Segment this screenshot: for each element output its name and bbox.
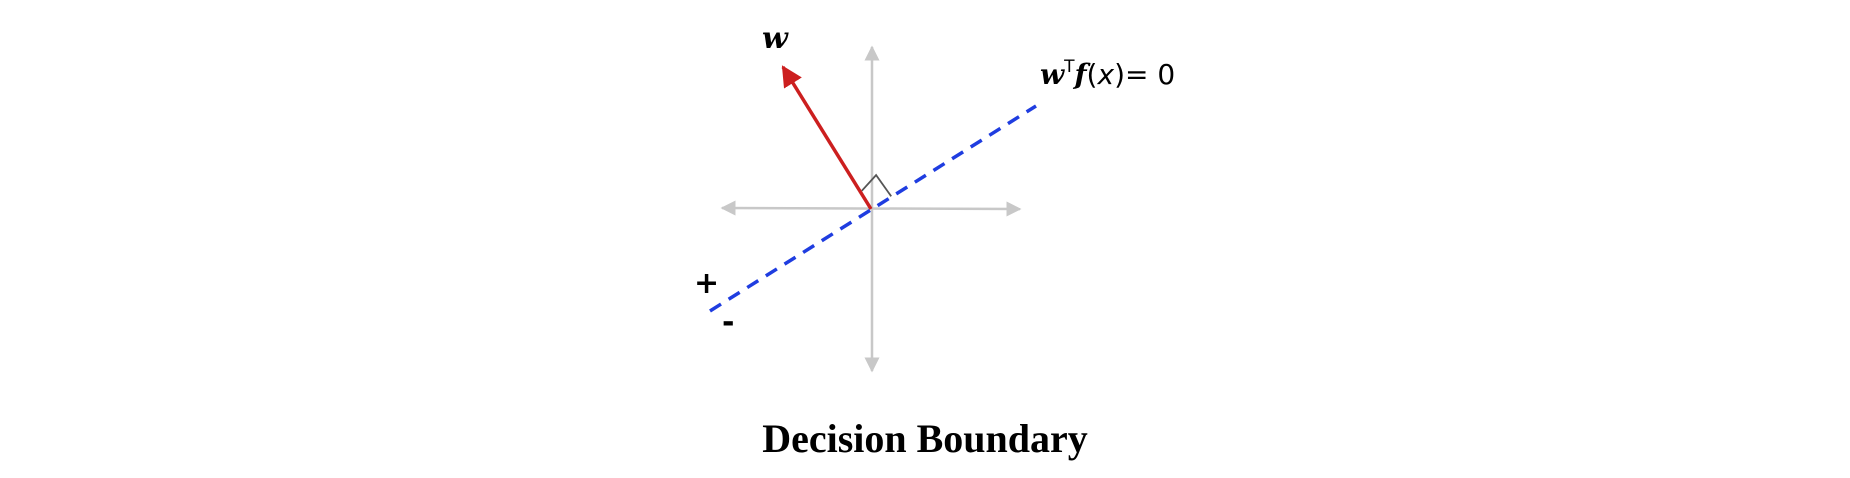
weight-vector-label: w xyxy=(762,21,789,56)
decision-boundary-line xyxy=(709,104,1037,313)
boundary-equation-label: wTf(x)= 0 xyxy=(1040,57,1175,91)
right-angle-marker xyxy=(861,173,892,197)
eq-w: w xyxy=(1040,58,1065,91)
eq-sup: T xyxy=(1063,57,1075,77)
diagram-title: Decision Boundary xyxy=(762,416,1088,461)
eq-rest: )= 0 xyxy=(1114,58,1175,91)
eq-open: ( xyxy=(1087,58,1098,91)
minus-sign: - xyxy=(722,305,734,340)
weight-vector-arrow xyxy=(781,65,873,210)
eq-x: x xyxy=(1096,58,1114,91)
plus-sign: + xyxy=(694,266,719,301)
